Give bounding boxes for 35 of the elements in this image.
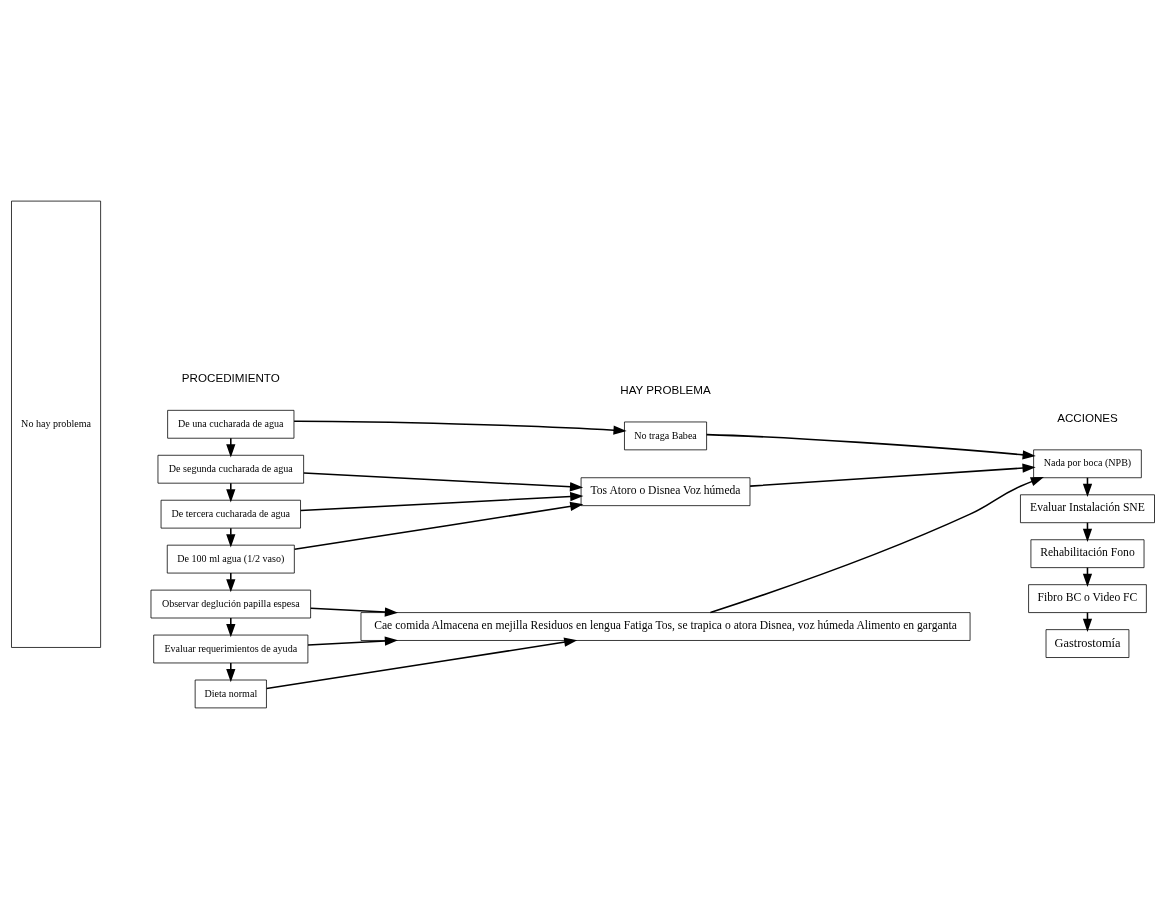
arrow [310, 607, 399, 617]
node-box: Evaluar requerimientos de ayuda [153, 634, 309, 664]
node-box: De una cucharada de agua [167, 409, 295, 439]
node-box: Nada por boca (NPB) [1033, 449, 1142, 479]
node-box: De tercera cucharada de agua [160, 499, 301, 529]
arrow [226, 617, 236, 638]
label: HAY PROBLEMA [620, 382, 711, 396]
arrow [226, 527, 236, 548]
label: ACCIONES [1057, 410, 1118, 424]
arrow [226, 662, 236, 683]
arrow [709, 477, 1044, 614]
arrow [226, 437, 236, 458]
node-box: De segunda cucharada de agua [157, 454, 305, 484]
arrow [299, 492, 584, 512]
node-box: Evaluar Instalación SNE [1020, 494, 1155, 524]
label: PROCEDIMIENTO [181, 371, 280, 385]
node-box: De 100 ml agua (1/2 vaso) [166, 544, 295, 574]
node-box: Dieta normal [194, 679, 267, 709]
node-box: No hay problema [11, 200, 101, 648]
arrow [293, 501, 584, 551]
node-box: Tos Atoro o Disnea Voz húmeda [580, 477, 751, 507]
arrow [307, 636, 399, 646]
arrow [265, 637, 578, 690]
node-box: No traga Babea [624, 421, 707, 451]
node-box: Cae comida Almacena en mejilla Residuos en lengua Fatiga Tos, se trapica o atora Disnea, voz húmeda Alimento en garganta [360, 612, 971, 641]
arrow [293, 420, 627, 435]
node-box: Rehabilitación Fono [1030, 539, 1145, 569]
arrow [226, 572, 236, 593]
node-box: Gastrostomía [1045, 629, 1130, 658]
arrow [303, 472, 584, 492]
arrow [749, 463, 1036, 487]
arrow [226, 482, 236, 503]
arrow [705, 433, 1036, 460]
node-box: Fibro BC o Video FC [1028, 584, 1147, 613]
node-box: Observar deglución papilla espesa [150, 589, 311, 619]
